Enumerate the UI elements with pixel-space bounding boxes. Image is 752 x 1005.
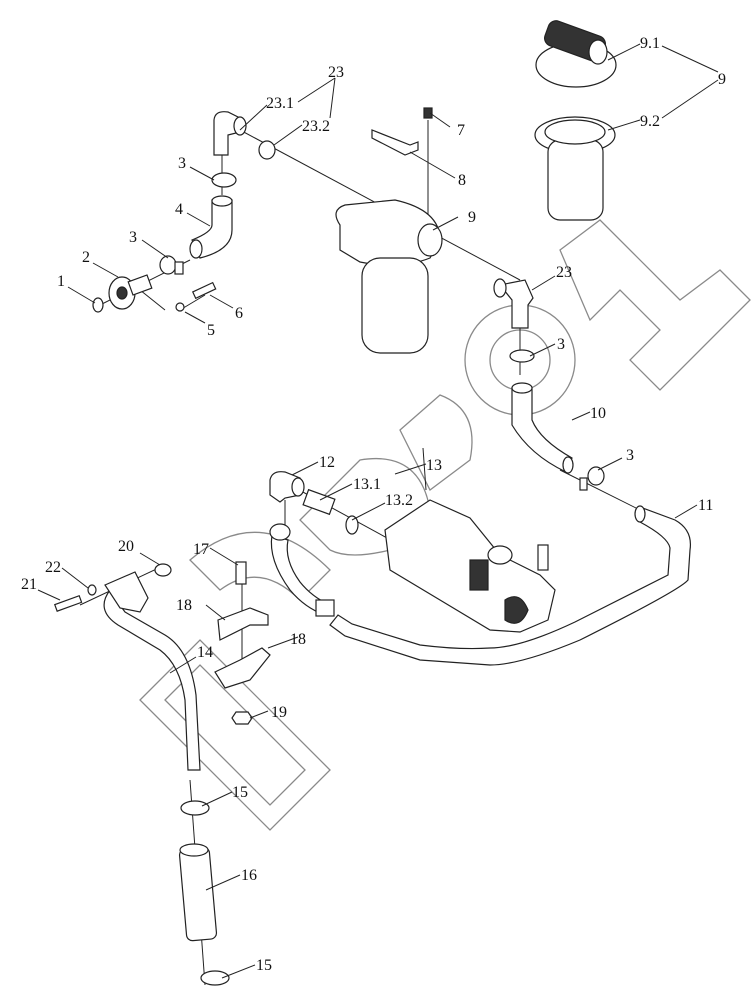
part-4-hose-elbow — [189, 195, 233, 259]
part-23-elbow-lower — [493, 278, 534, 329]
part-3-clamp-top — [211, 172, 237, 188]
callout-19: 19 — [271, 704, 287, 721]
part-19-nut — [231, 711, 253, 725]
part-14-pipe — [103, 571, 201, 771]
callout-5: 5 — [207, 322, 215, 339]
part-15-clamp-upper — [180, 800, 210, 816]
callout-15: 15 — [256, 957, 272, 974]
part-21-screw — [53, 594, 83, 612]
callout-9-1: 9.1 — [640, 35, 660, 52]
part-6-screw — [191, 281, 217, 300]
callout-6: 6 — [235, 305, 243, 322]
part-13-hydraulic-unit — [384, 499, 556, 633]
part-5-washer — [175, 302, 185, 312]
part-20-oring — [154, 563, 172, 577]
callout-13: 13 — [426, 457, 442, 474]
part-13-1-adapter — [302, 488, 336, 516]
part-7-bolt — [423, 107, 433, 119]
callout-23: 23 — [328, 64, 344, 81]
callout-4: 4 — [175, 201, 183, 218]
callout-9: 9 — [468, 209, 476, 226]
callout-1: 1 — [57, 273, 65, 290]
part-8-bracket — [371, 129, 419, 156]
callout-3: 3 — [626, 447, 634, 464]
callout-2: 2 — [82, 249, 90, 266]
callout-9-group: 9 — [718, 71, 726, 88]
part-3-clamp-right — [579, 466, 605, 491]
callout-3: 3 — [178, 155, 186, 172]
callout-23-2: 23.2 — [302, 118, 330, 135]
callout-14: 14 — [197, 644, 213, 661]
callout-labels: 1 2 3 3 3 3 4 5 6 7 8 9 9 9.1 9.2 10 11 … — [21, 35, 726, 974]
part-15-clamp-lower — [200, 970, 230, 986]
callout-23: 23 — [556, 264, 572, 281]
callout-3: 3 — [557, 336, 565, 353]
callout-13-2: 13.2 — [385, 492, 413, 509]
callout-21: 21 — [21, 576, 37, 593]
callout-12: 12 — [319, 454, 335, 471]
part-9-filter-assembly — [335, 199, 443, 354]
callout-20: 20 — [118, 538, 134, 555]
part-16-hose — [178, 843, 218, 942]
part-1-oring — [92, 297, 104, 313]
part-3-clamp-left — [159, 255, 184, 275]
callout-8: 8 — [458, 172, 466, 189]
callout-22: 22 — [45, 559, 61, 576]
callout-9-2: 9.2 — [640, 113, 660, 130]
part-3-clamp-mid — [509, 349, 535, 363]
callout-16: 16 — [241, 867, 257, 884]
part-2-flange — [108, 274, 153, 310]
part-9-2-filter-bowl — [534, 116, 616, 221]
part-18-clamp-upper — [217, 607, 269, 641]
callout-13-1: 13.1 — [353, 476, 381, 493]
callout-18: 18 — [176, 597, 192, 614]
callout-17: 17 — [193, 541, 209, 558]
part-11-pipe — [329, 505, 692, 666]
callout-15: 15 — [232, 784, 248, 801]
leader-lines — [37, 43, 719, 979]
callout-10: 10 — [590, 405, 606, 422]
part-23-2-oring — [258, 140, 276, 160]
part-13-2-oring — [345, 515, 359, 535]
callout-18: 18 — [290, 631, 306, 648]
part-9-1-filter-head — [535, 20, 617, 88]
part-23-1-elbow-top — [213, 111, 247, 156]
part-22-washer — [87, 584, 97, 596]
part-18-clamp-lower — [214, 647, 271, 689]
part-12-elbow — [269, 471, 305, 503]
callout-3: 3 — [129, 229, 137, 246]
callout-23-1: 23.1 — [266, 95, 294, 112]
callout-11: 11 — [698, 497, 713, 514]
part-tee-pipe — [269, 523, 335, 617]
callout-7: 7 — [457, 122, 465, 139]
part-10-hose — [511, 382, 574, 474]
part-17-bolt — [235, 561, 247, 585]
